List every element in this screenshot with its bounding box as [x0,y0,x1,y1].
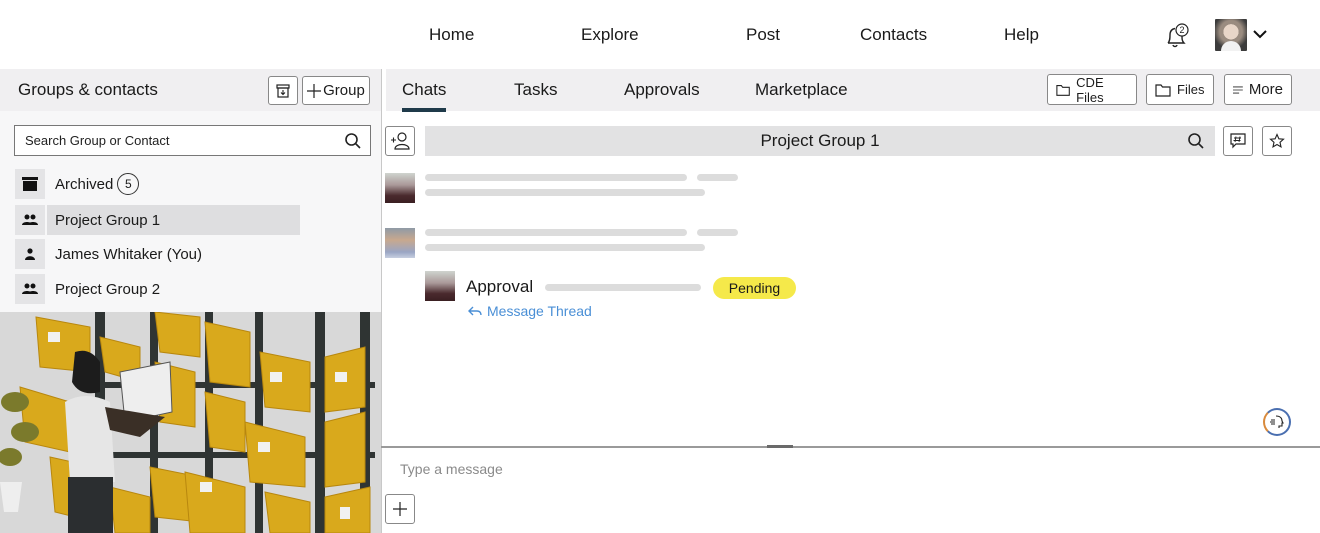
more-button[interactable]: More [1224,74,1292,105]
archived-text: Archived [55,175,114,193]
search-icon[interactable] [344,132,362,150]
add-member-button[interactable] [385,126,415,156]
groups-contacts-panel: Groups & contacts Group Archived 5 [0,69,381,312]
group-icon [15,274,45,304]
star-icon [1269,133,1285,149]
list-item-project-group-1[interactable]: Project Group 1 [15,205,300,235]
person-icon [15,239,45,269]
search-group-contact[interactable] [14,125,371,156]
more-label: More [1248,81,1283,98]
nav-contacts[interactable]: Contacts [860,25,928,44]
favorite-button[interactable] [1262,126,1292,156]
main-tabs: Chats Tasks Approvals Marketplace CDE Fi… [386,69,1320,112]
hashtag-chat-icon [1230,133,1246,149]
folder-icon [1056,84,1070,96]
chat-title: Project Group 1 [760,131,880,150]
list-item-project-group-2[interactable]: Project Group 2 [15,274,160,304]
approval-label: Approval [466,277,534,296]
files-button[interactable]: Files [1146,74,1214,105]
status-badge-pending: Pending [713,277,796,299]
message-skeleton [425,229,687,236]
tab-chats[interactable]: Chats [402,80,447,112]
message-thread-link[interactable]: Message Thread [468,303,592,319]
message-avatar[interactable] [385,173,415,203]
resize-handle[interactable] [767,445,793,448]
ai-assistant-button[interactable] [1263,408,1291,436]
cde-files-label: CDE Files [1076,74,1104,105]
nav-explore[interactable]: Explore [581,25,639,44]
nav-home[interactable]: Home [429,25,475,44]
notifications-bell-icon[interactable]: 2 [1162,22,1192,52]
menu-lines-icon [1233,86,1243,93]
file-cabinet-illustration [0,312,381,533]
tab-marketplace[interactable]: Marketplace [755,80,848,99]
list-item-label: Project Group 2 [55,280,161,298]
search-input[interactable] [25,133,345,148]
files-label: Files [1177,82,1205,97]
search-icon[interactable] [1187,132,1205,150]
nav-help[interactable]: Help [1004,25,1039,44]
add-group-label: Group [323,82,365,99]
cde-files-button[interactable]: CDE Files [1047,74,1137,105]
chat-title-bar: Project Group 1 [425,126,1215,156]
tab-tasks[interactable]: Tasks [514,80,558,99]
top-navigation: Home Explore Post Contacts Help 2 [0,0,1320,69]
message-thread-label: Message Thread [487,303,592,319]
plus-icon [393,502,407,516]
message-avatar[interactable] [385,228,415,258]
message-avatar[interactable] [425,271,455,301]
list-item-james-whitaker[interactable]: James Whitaker (You) [15,239,202,269]
voice-assistant-icon [1270,415,1284,428]
attach-button[interactable] [385,494,415,524]
message-skeleton [425,244,705,251]
composer-divider [381,446,1320,448]
user-avatar[interactable] [1215,19,1247,51]
list-item-label: Project Group 1 [47,205,300,235]
message-skeleton [697,229,738,236]
list-item-label: James Whitaker (You) [55,245,202,263]
archived-count-badge: 5 [117,173,140,195]
groups-header: Groups & contacts Group [0,69,381,111]
message-skeleton [425,189,705,196]
message-skeleton [425,174,687,181]
nav-post[interactable]: Post [746,25,781,44]
add-person-icon [391,132,410,150]
archive-button[interactable] [268,76,298,105]
archived-item[interactable]: Archived 5 [15,169,140,199]
group-icon [15,205,45,235]
approval-skeleton [545,284,701,291]
channel-hashtag-button[interactable] [1223,126,1253,156]
message-skeleton [697,174,738,181]
archive-box-icon [276,83,290,98]
tab-approvals[interactable]: Approvals [624,80,700,99]
archive-box-icon [15,169,45,199]
reply-arrow-icon [468,306,482,316]
panel-divider [381,69,382,533]
chevron-down-icon[interactable] [1252,26,1268,42]
plus-icon [307,83,322,98]
folder-icon [1155,83,1171,97]
panel-title: Groups & contacts [18,80,158,99]
add-group-button[interactable]: Group [302,76,370,105]
message-input[interactable] [392,455,1292,483]
archived-label: Archived 5 [55,169,140,199]
notification-count: 2 [1179,25,1184,35]
